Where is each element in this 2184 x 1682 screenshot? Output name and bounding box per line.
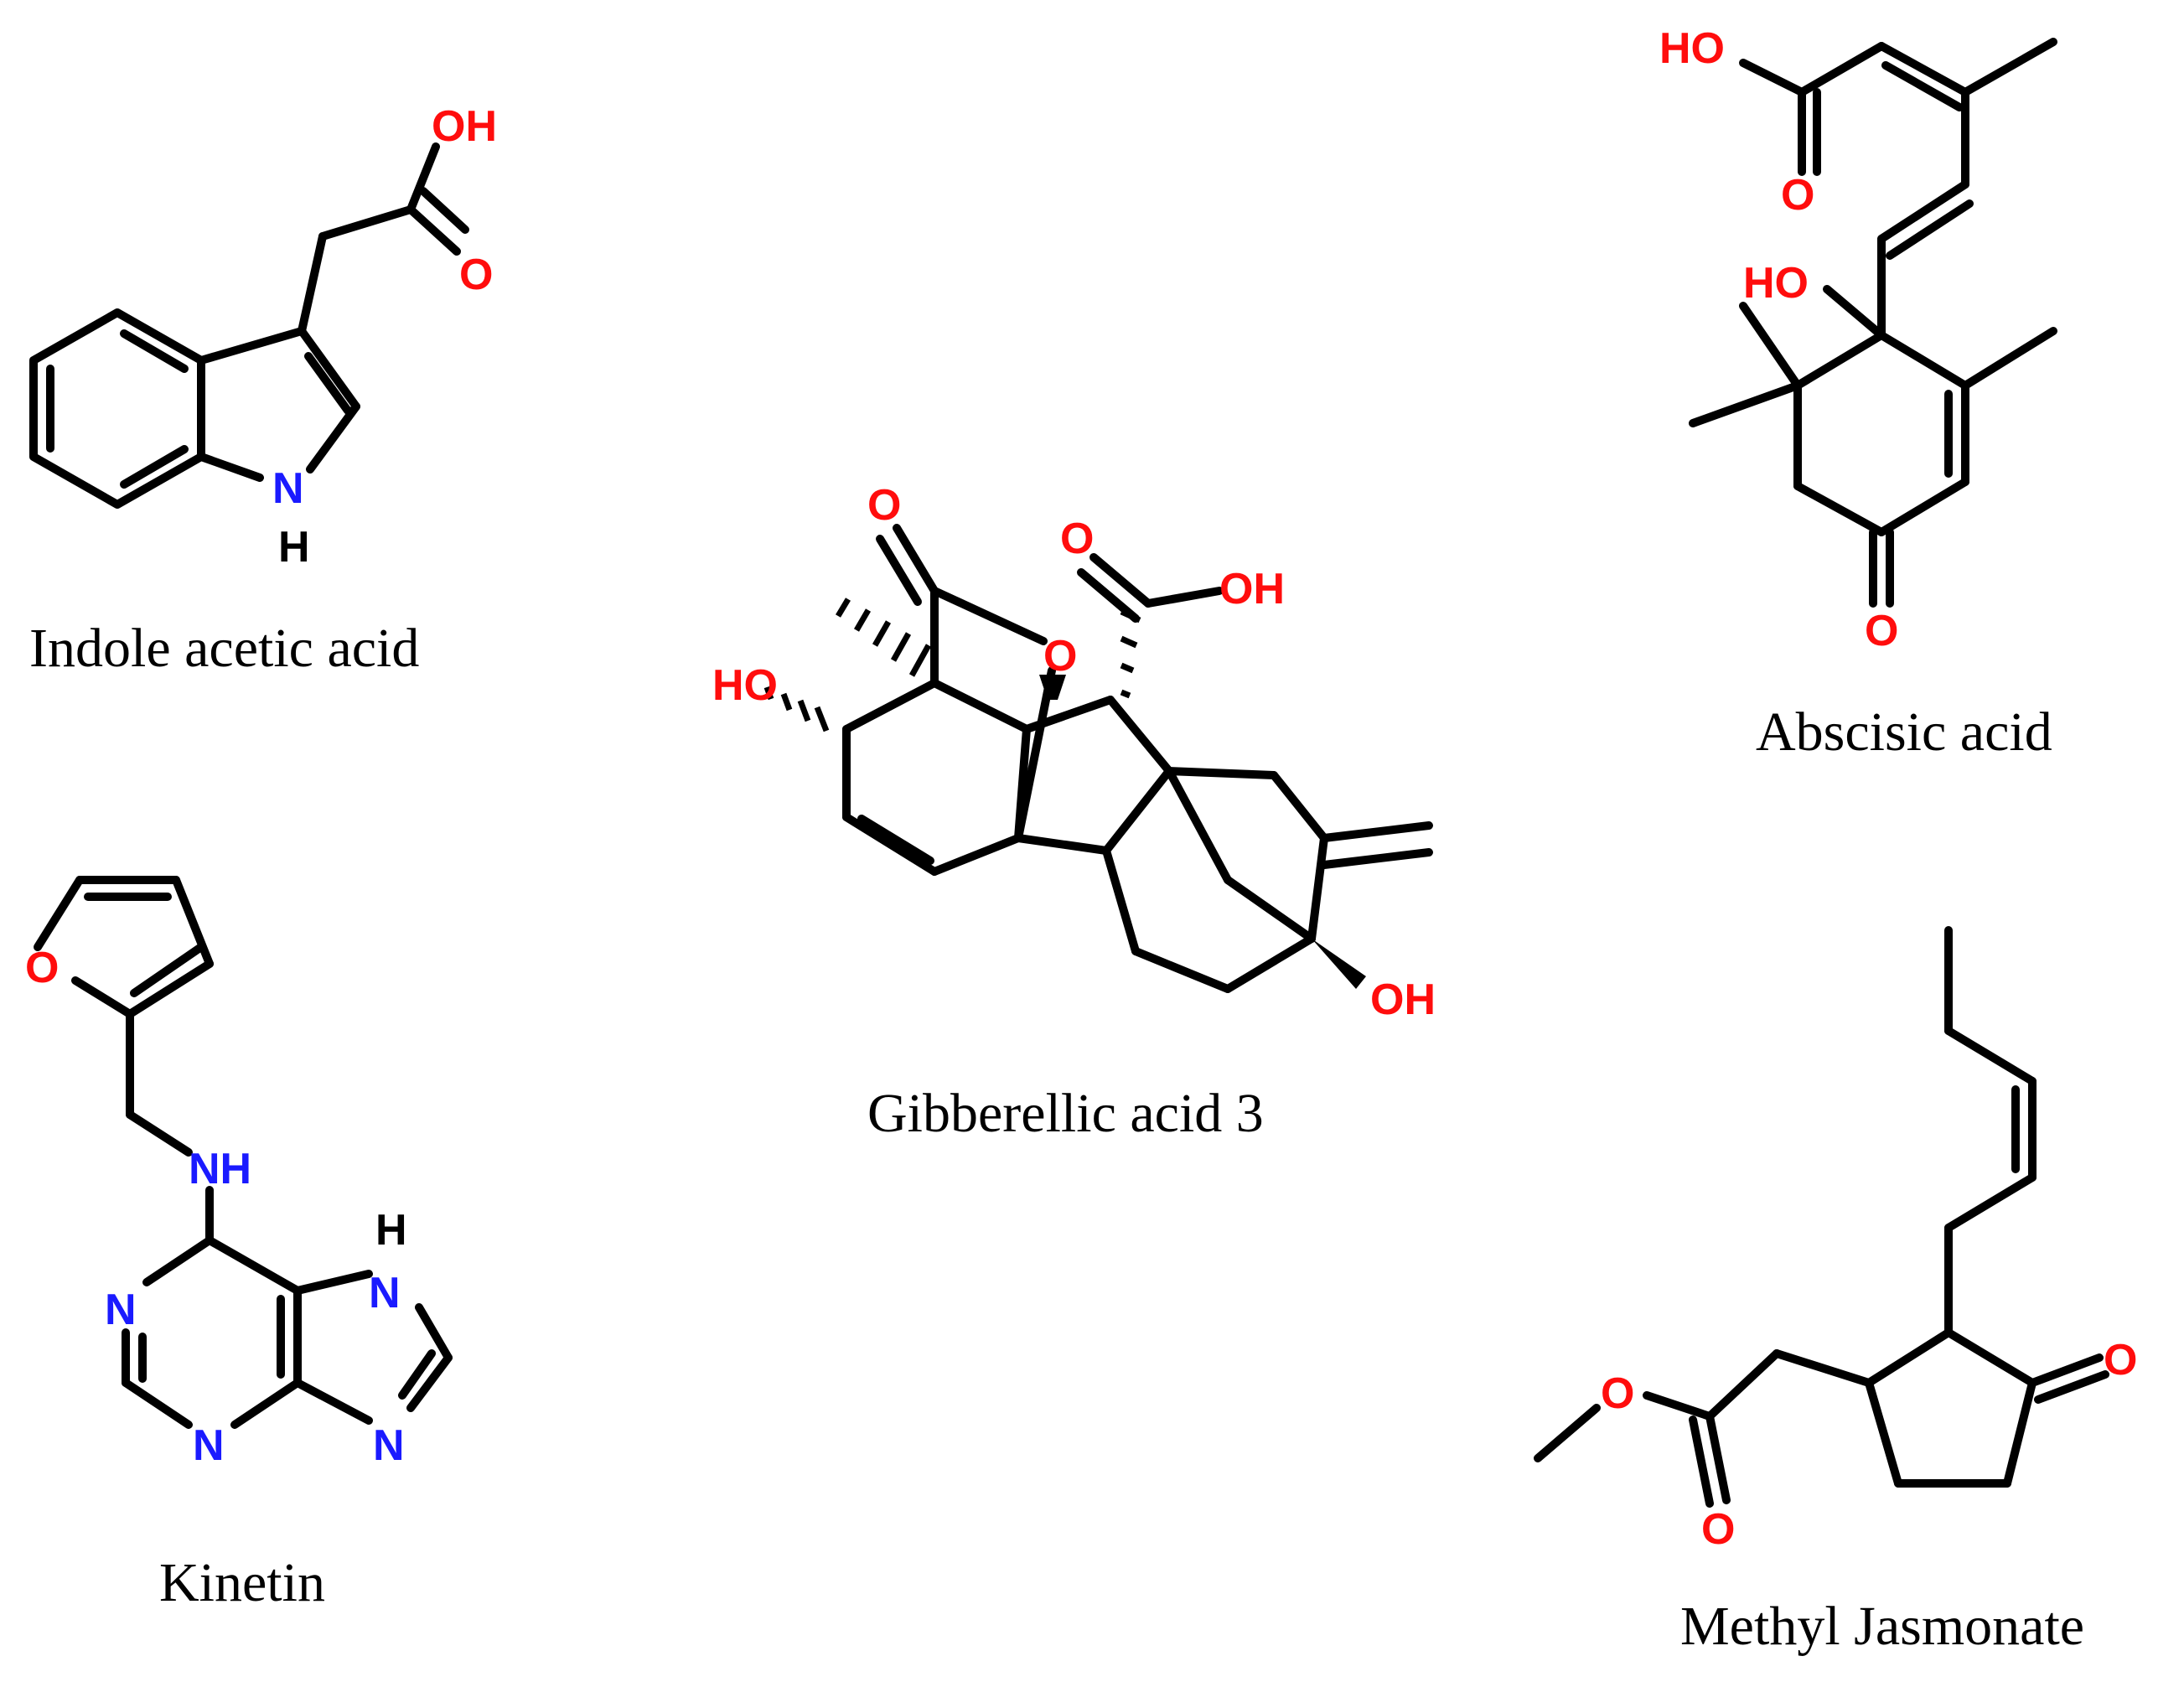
atom-label: NH <box>189 1145 251 1193</box>
atom-label: O <box>1865 607 1898 655</box>
molecule-gibberellic-acid-3: O O O OH HO OH Gibberellic acid 3 <box>712 481 1436 1144</box>
atom-label: O <box>459 251 493 299</box>
atom-label: O <box>1060 515 1094 563</box>
bonds <box>842 524 1433 993</box>
atom-label: HO <box>1743 259 1809 308</box>
atom-label: N <box>272 464 304 513</box>
atom-label: H <box>278 523 310 572</box>
molecule-kinetin: O NH H N N N N Kinetin <box>25 876 453 1613</box>
atom-label: HO <box>1659 24 1725 73</box>
atom-label: N <box>373 1421 405 1470</box>
stereo-wedge <box>1312 939 1366 989</box>
atom-label: OH <box>1219 565 1285 613</box>
atom-label: OH <box>1370 976 1436 1024</box>
atom-label: O <box>1043 632 1077 681</box>
atom-label: H <box>375 1206 407 1255</box>
atom-label: O <box>2104 1336 2137 1384</box>
stereo-hash <box>763 598 1141 732</box>
molecule-name: Abscisic acid <box>1756 701 2052 763</box>
molecule-name: Methyl Jasmonate <box>1680 1596 2084 1657</box>
atom-label: HO <box>712 661 778 710</box>
atom-label: O <box>25 944 59 992</box>
stereo-wedge <box>1039 675 1066 700</box>
bonds <box>29 142 469 509</box>
molecule-indole-acetic-acid: OH O N H Indole acetic acid <box>29 102 497 679</box>
atom-label: O <box>1701 1505 1735 1554</box>
atom-label: N <box>369 1269 401 1317</box>
atom-label: N <box>193 1421 225 1470</box>
atom-label: N <box>105 1286 137 1334</box>
bonds <box>1534 926 2109 1508</box>
bonds <box>34 876 453 1429</box>
molecule-abscisic-acid: HO O HO O Abscisic acid <box>1659 24 2057 763</box>
atom-label: OH <box>432 102 497 151</box>
atom-label: O <box>867 481 901 530</box>
atom-label: O <box>1601 1369 1634 1418</box>
molecule-name: Gibberellic acid 3 <box>867 1083 1264 1144</box>
bonds <box>1689 38 2057 608</box>
molecule-name: Indole acetic acid <box>29 618 419 679</box>
molecule-methyl-jasmonate: O O O Methyl Jasmonate <box>1534 926 2137 1657</box>
atom-label: O <box>1781 171 1814 220</box>
molecule-name: Kinetin <box>159 1552 325 1613</box>
